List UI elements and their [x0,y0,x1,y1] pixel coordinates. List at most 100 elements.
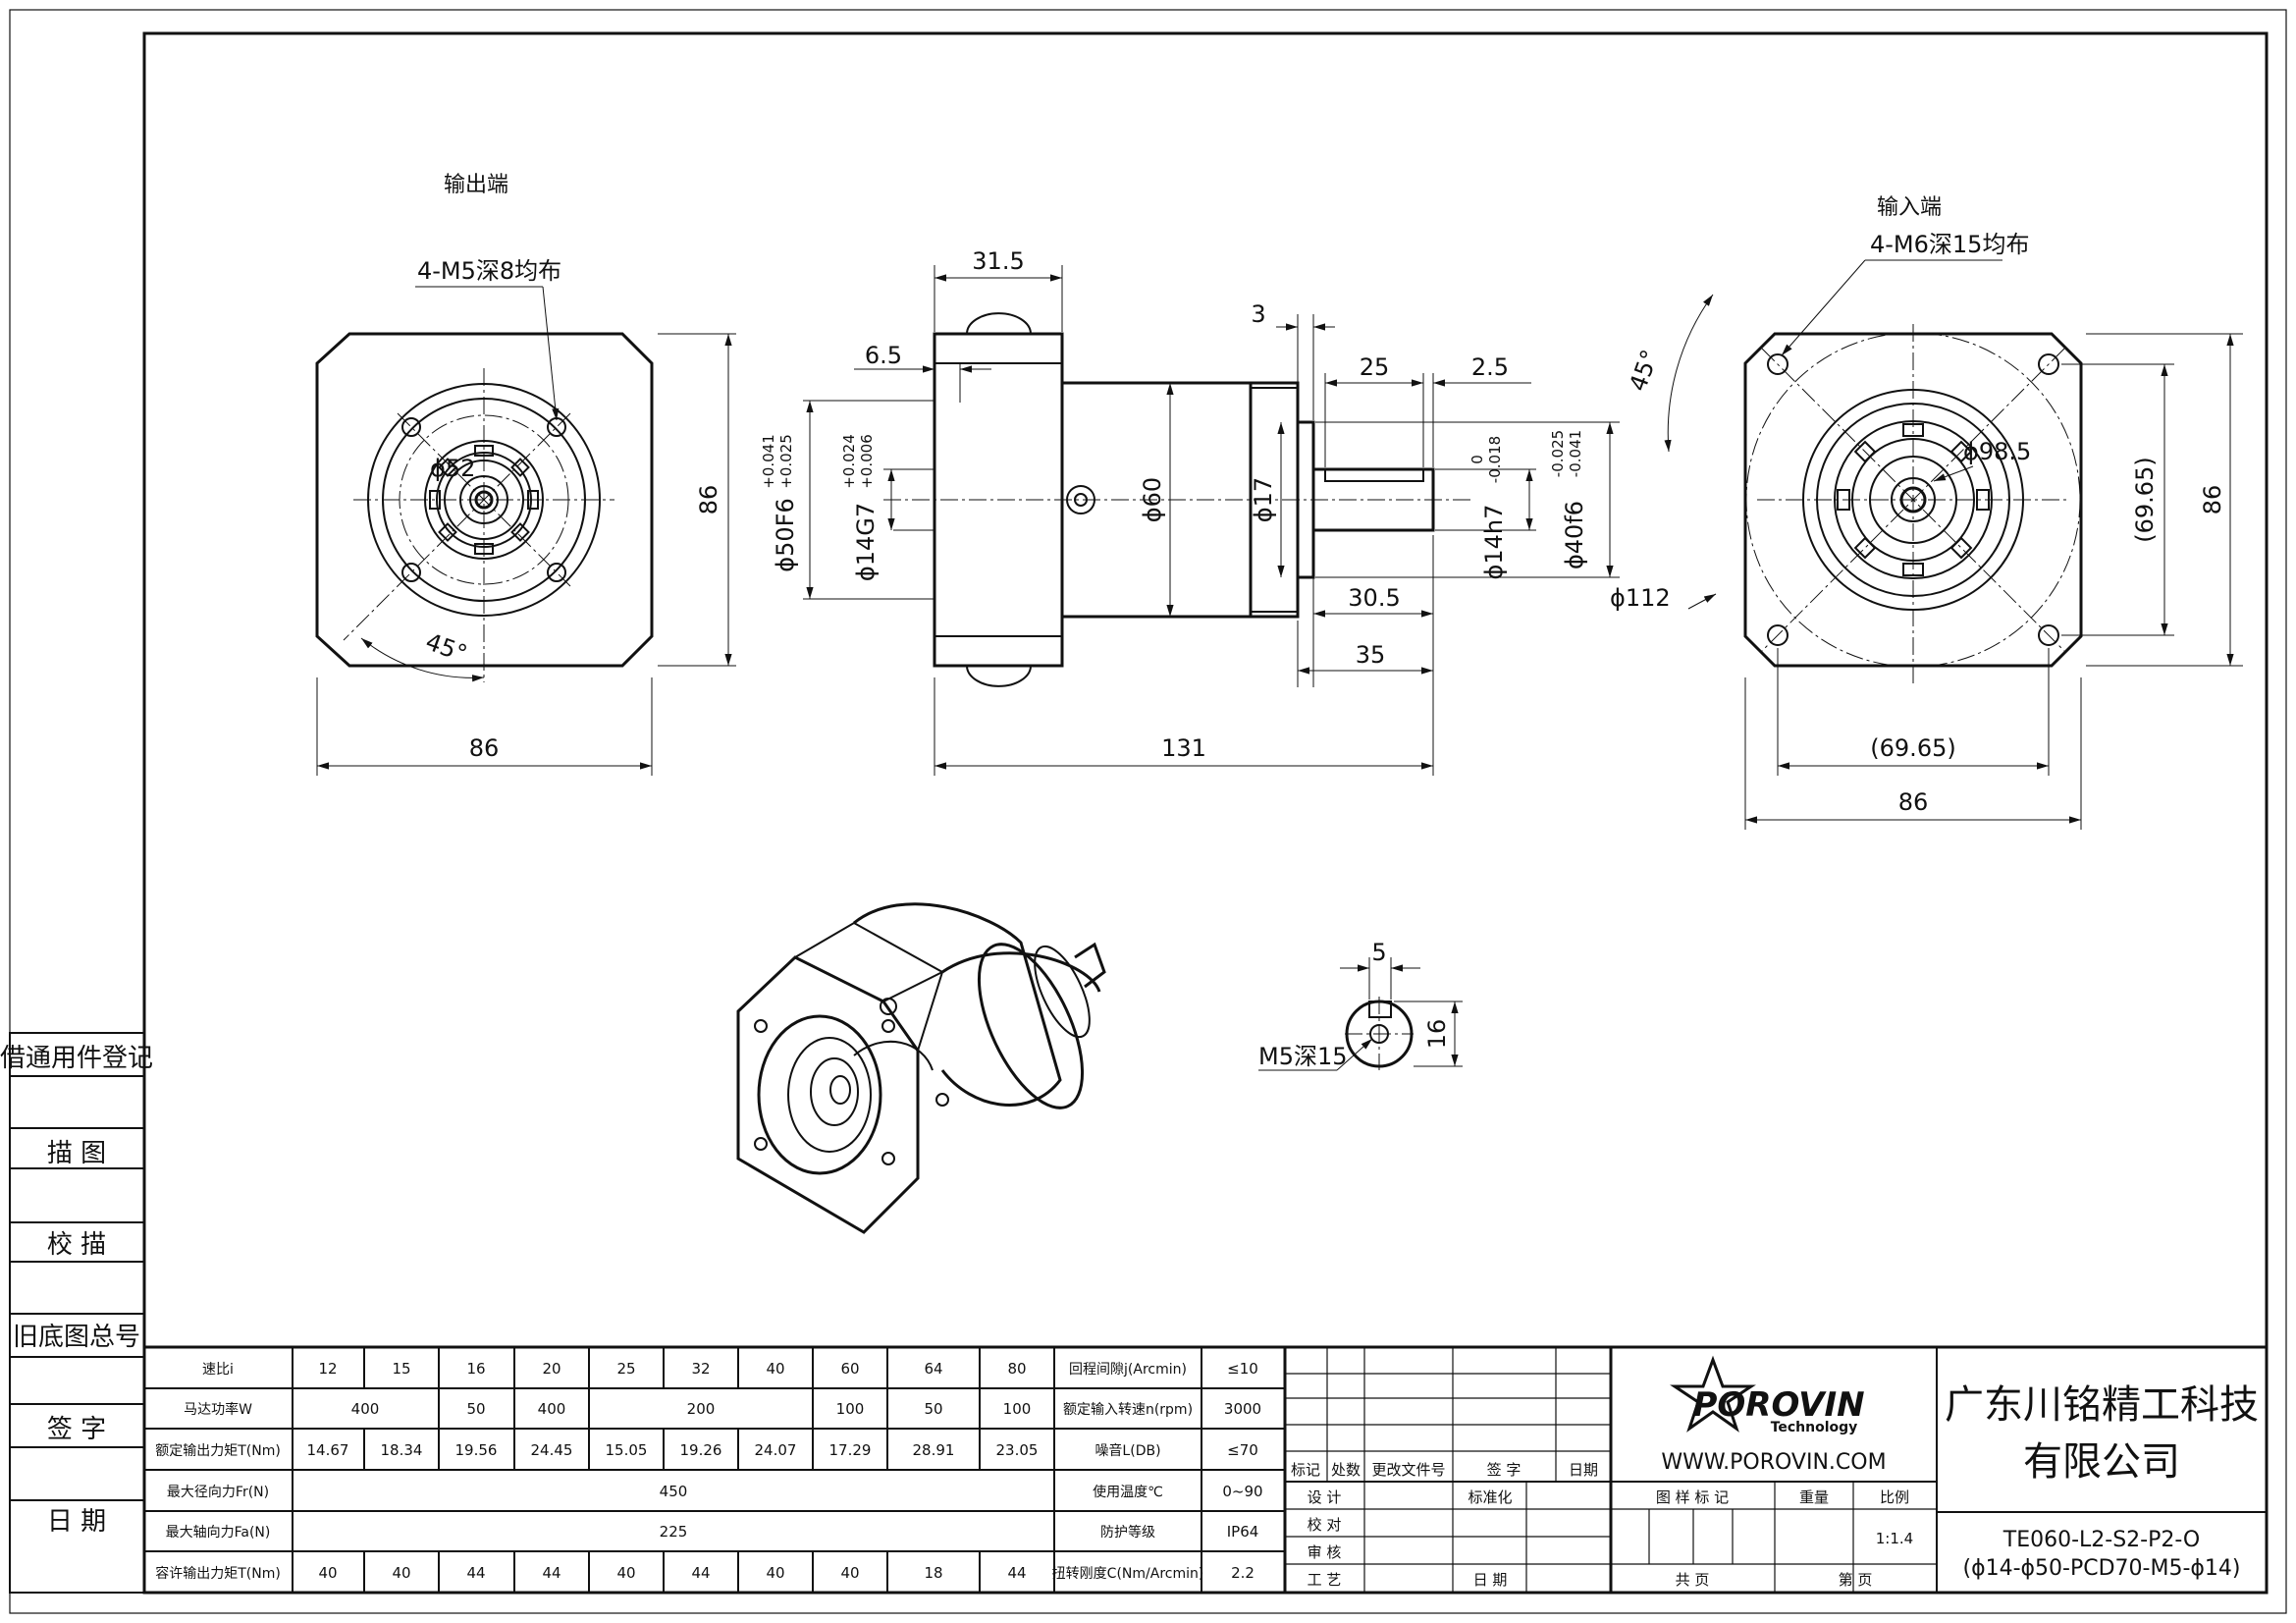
isometric-view [736,902,1106,1234]
dim-phi60: ϕ60 [1139,477,1166,522]
role-review: 审 核 [1308,1543,1342,1561]
spec-cell: 44 [466,1564,485,1582]
model-number: TE060-L2-S2-P2-O [2002,1528,2201,1552]
spec-cell: 25 [616,1360,635,1378]
param-value: 2.2 [1231,1564,1255,1582]
side-label-signature: 签 字 [47,1415,106,1444]
rev-header-sign: 签 字 [1487,1461,1522,1479]
dim-phi14h7-tol-lower: -0.018 [1486,436,1504,483]
output-end-title: 输出端 [444,173,508,197]
title-block: POROVIN Technology WWW.POROVIN.COM 图 样 标… [1609,1345,2269,1595]
dim-phi17: ϕ17 [1250,477,1277,522]
spec-cell: 28.91 [913,1441,955,1459]
dim-2-5: 2.5 [1471,353,1509,381]
shaft-key-width: 5 [1371,939,1386,966]
spec-cell: 44 [691,1564,710,1582]
input-angle-label: 45° [1624,346,1664,395]
input-holes-label: 4-M6深15均布 [1870,231,2029,258]
role-design: 设 计 [1308,1488,1342,1506]
spec-label-ratio: 速比i [202,1362,234,1378]
dim-6-5: 6.5 [865,342,902,369]
spec-cell: 24.07 [755,1441,797,1459]
spec-label-allowable-torque: 容许输出力矩T(Nm) [155,1565,281,1582]
dim-phi50f6-tol-lower: +0.025 [777,434,795,489]
role-standardize: 标准化 [1468,1488,1512,1506]
spec-cell: 50 [466,1400,485,1418]
dim-35: 35 [1356,641,1386,669]
output-width-dim: 86 [469,734,500,762]
param-value: ≤70 [1227,1441,1258,1459]
input-width-dim: 86 [1898,788,1929,816]
title-total-pages: 共 页 [1676,1571,1710,1589]
spec-cell: 200 [687,1400,716,1418]
title-header-scale: 比例 [1880,1488,1909,1506]
output-pcd-label: ϕ52 [430,455,475,482]
param-value: 0~90 [1222,1483,1262,1500]
spec-cell: 225 [660,1523,688,1541]
side-column: 借通用件登记 描 图 校 描 旧底图总号 签 字 日 期 [0,1032,153,1594]
rev-header-date: 日期 [1569,1461,1598,1479]
spec-cell: 100 [836,1400,865,1418]
input-height-dim: 86 [2199,485,2226,515]
spec-cell: 17.29 [829,1441,872,1459]
input-d112-label: ϕ112 [1610,584,1671,612]
shaft-section: 5 16 M5深15 [1258,939,1463,1071]
shaft-key-height: 16 [1423,1019,1451,1050]
dim-phi14g7: ϕ14G7 [852,503,880,581]
spec-cell: 15 [392,1360,410,1378]
title-page-number: 第 页 [1839,1571,1873,1589]
param-label-stiffness: 扭转刚度C(Nm/Arcmin) [1052,1566,1204,1582]
param-label-noise: 噪音L(DB) [1095,1442,1160,1459]
spec-label-motor-power: 马达功率W [184,1401,252,1418]
param-label-protection: 防护等级 [1100,1524,1155,1541]
spec-table: 速比i 马达功率W 额定输出力矩T(Nm) 最大径向力Fr(N) 最大轴向力Fa… [142,1345,1287,1595]
spec-cell: 40 [766,1564,784,1582]
dim-30-5: 30.5 [1348,584,1400,612]
spec-cell: 32 [691,1360,710,1378]
company-website: WWW.POROVIN.COM [1661,1450,1886,1475]
role-process: 工 艺 [1308,1571,1342,1589]
role-date: 日 期 [1473,1571,1508,1589]
param-label-temperature: 使用温度℃ [1093,1484,1163,1500]
rev-header-count: 处数 [1331,1461,1361,1479]
dim-phi50f6-tol-upper: +0.041 [760,434,777,489]
side-label-trace: 描 图 [47,1139,106,1168]
dim-31-5: 31.5 [972,247,1024,275]
dim-phi14h7-tol-upper: 0 [1468,455,1486,464]
company-name-line1: 广东川铭精工科技 [1945,1382,2259,1428]
revision-block: 标记 处数 更改文件号 签 字 日期 设 计 校 对 审 核 工 艺 标准化 日… [1283,1345,1613,1595]
dim-phi40f6-tol-upper: -0.025 [1549,430,1567,477]
dim-25: 25 [1360,353,1390,381]
spec-cell: 100 [1003,1400,1032,1418]
param-value: IP64 [1227,1523,1259,1541]
logo-text: POROVIN [1692,1385,1864,1425]
spec-cell: 400 [351,1400,380,1418]
spec-cell: 20 [542,1360,561,1378]
spec-cell: 50 [924,1400,942,1418]
dim-phi14g7-tol-lower: +0.006 [858,434,876,489]
dim-phi50f6: ϕ50F6 [772,498,799,571]
param-label-backlash: 回程间隙j(Arcmin) [1069,1362,1187,1378]
param-value: 3000 [1224,1400,1261,1418]
shaft-thread-label: M5深15 [1258,1043,1348,1070]
spec-label-rated-torque: 额定输出力矩T(Nm) [155,1443,281,1459]
param-value: ≤10 [1227,1360,1258,1378]
spec-cell: 23.05 [996,1441,1039,1459]
input-end-title: 输入端 [1877,195,1942,220]
side-label-old-drawing-no: 旧底图总号 [13,1323,140,1352]
output-angle-label: 45° [422,627,471,668]
spec-cell: 24.45 [531,1441,573,1459]
rev-header-mark: 标记 [1291,1461,1320,1479]
role-check: 校 对 [1308,1516,1342,1534]
logo-subtext: Technology [1771,1420,1858,1435]
input-d98-label: ϕ98.5 [1963,438,2031,465]
spec-cell: 44 [542,1564,561,1582]
spec-cell: 44 [1007,1564,1026,1582]
model-spec: (ϕ14-ϕ50-PCD70-M5-ϕ14) [1963,1556,2241,1581]
spec-cell: 40 [840,1564,859,1582]
spec-cell: 40 [392,1564,410,1582]
output-holes-label: 4-M5深8均布 [417,257,561,285]
spec-cell: 14.67 [307,1441,349,1459]
spec-cell: 40 [766,1360,784,1378]
